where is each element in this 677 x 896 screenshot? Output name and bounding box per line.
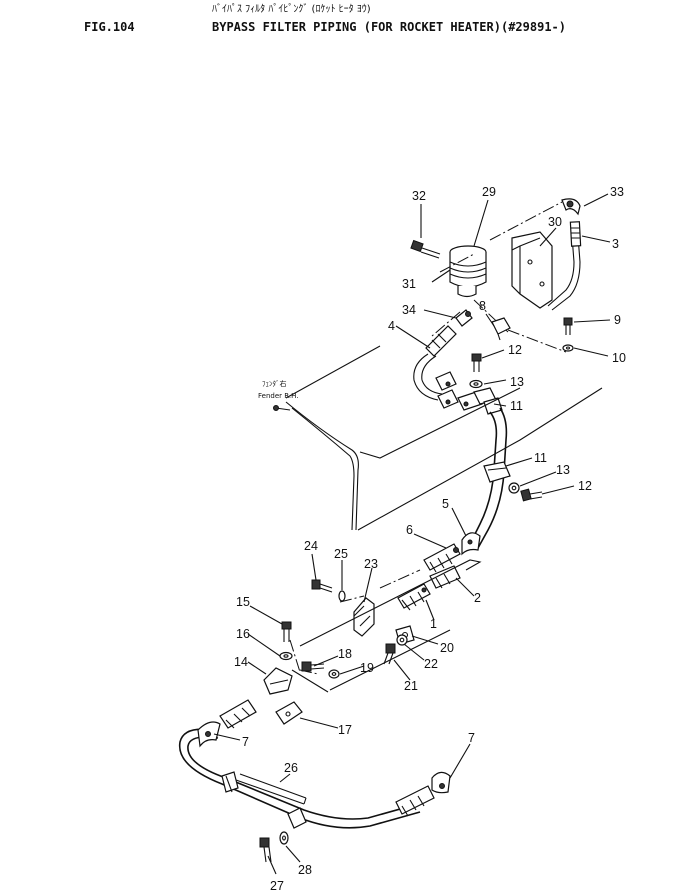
bolt-21 (383, 643, 396, 665)
callout-label: 32 (412, 189, 426, 203)
filter-bracket (511, 231, 553, 309)
clamp-26 (221, 771, 307, 805)
callout-label: 28 (298, 863, 312, 877)
callout-label: 12 (508, 343, 522, 357)
bolt-27 (259, 837, 272, 863)
elbow-7-right (431, 771, 451, 794)
upper-hose-fittings (435, 371, 503, 415)
callout-label: 24 (304, 539, 318, 553)
clamp-14 (263, 667, 293, 695)
callout-label: 27 (270, 879, 284, 893)
callout-label: 29 (482, 185, 496, 199)
callout-label: 9 (614, 313, 621, 327)
lower-hose-clip (287, 807, 307, 829)
clamp-23 (353, 597, 375, 637)
hose-fitting-3 (569, 221, 582, 247)
callout-label: 1 (430, 617, 437, 631)
bolt-12-upper (471, 353, 482, 372)
callout-leaders (213, 193, 611, 875)
callout-label: 18 (338, 647, 352, 661)
fender-label-en: Fender R.H. (258, 392, 298, 400)
callout-label: 13 (556, 463, 570, 477)
fitting-34 (455, 309, 473, 327)
hose-6 (423, 543, 461, 573)
elbow-33 (561, 198, 581, 216)
callout-label: 23 (364, 557, 378, 571)
callout-label: 33 (610, 185, 624, 199)
elbow-7-left (197, 721, 221, 748)
title-english: BYPASS FILTER PIPING (FOR ROCKET HEATER)… (212, 20, 566, 34)
lower-left-hose-fitting (219, 699, 257, 729)
callout-numbers: 32 29 33 30 3 31 34 8 9 4 12 10 13 11 11… (234, 185, 626, 893)
callout-label: 26 (284, 761, 298, 775)
callout-label: 7 (242, 735, 249, 749)
callout-label: 11 (510, 399, 523, 413)
fitting-8 (491, 317, 511, 341)
callout-label: 19 (360, 661, 374, 675)
bolt-9 (563, 317, 573, 335)
callout-label: 21 (404, 679, 418, 693)
callout-label: 5 (442, 497, 449, 511)
washer-28 (279, 831, 289, 845)
clamp-11-lower (483, 461, 511, 483)
clip-17 (275, 701, 303, 725)
callout-label: 14 (234, 655, 248, 669)
callout-label: 25 (334, 547, 348, 561)
bolt-12-lower (520, 488, 543, 502)
callout-label: 15 (236, 595, 250, 609)
callout-label: 2 (474, 591, 481, 605)
callout-label: 10 (612, 351, 626, 365)
washer-13-upper (469, 379, 483, 389)
fender-label-jp: ﾌｪﾝﾀﾞ右 (262, 379, 287, 388)
callout-label: 34 (402, 303, 416, 317)
elbow-5 (461, 532, 481, 556)
title-japanese: ﾊﾞｲﾊﾟｽ ﾌｨﾙﾀ ﾊﾟｲﾋﾟﾝｸﾞ (ﾛｹｯﾄ ﾋｰﾀ ﾖｳ) (212, 3, 371, 15)
washer-16 (279, 651, 293, 661)
washer-19 (328, 669, 340, 679)
callout-label: 17 (338, 723, 352, 737)
callout-label: 4 (388, 319, 395, 333)
hose-1 (397, 583, 431, 611)
callout-label: 3 (612, 237, 619, 251)
callout-label: 31 (402, 277, 416, 291)
bolt-15 (281, 621, 292, 642)
washer-10 (562, 344, 574, 352)
piping-drawing (178, 193, 611, 875)
ring-25 (338, 590, 346, 602)
figure-number: FIG.104 (84, 20, 135, 34)
hose-4 (413, 325, 457, 401)
callout-label: 8 (479, 299, 486, 313)
callout-label: 22 (424, 657, 438, 671)
washer-22 (396, 634, 408, 646)
callout-label: 12 (578, 479, 592, 493)
callout-label: 6 (406, 523, 413, 537)
callout-label: 7 (468, 731, 475, 745)
bolt-32 (410, 239, 441, 259)
washer-13-lower (508, 482, 520, 494)
callout-label: 20 (440, 641, 454, 655)
callout-label: 16 (236, 627, 250, 641)
bolt-24 (311, 579, 333, 593)
callout-label: 13 (510, 375, 524, 389)
fitting-2 (429, 565, 461, 589)
lower-bracket-outline (291, 559, 482, 693)
lower-right-hose-fitting (395, 785, 435, 817)
callout-label: 11 (534, 451, 547, 465)
callout-label: 30 (548, 215, 562, 229)
fender-rh-outline (273, 345, 603, 531)
bypass-filter (449, 245, 487, 298)
